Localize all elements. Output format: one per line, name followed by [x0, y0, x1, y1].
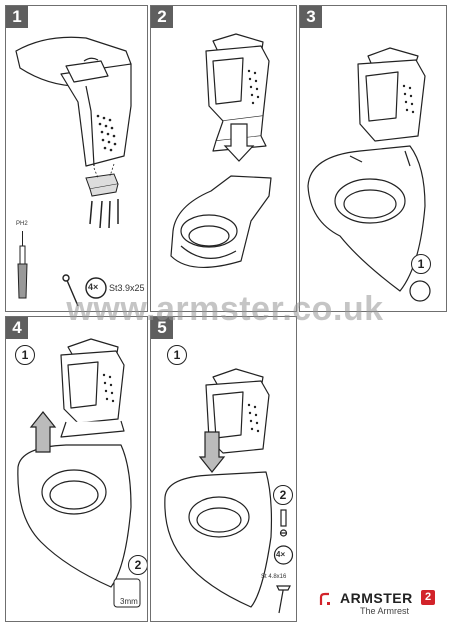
brand-name: ARMSTER — [340, 590, 413, 606]
armrest-exploded-drawing — [15, 36, 132, 307]
sub-step-marker: 2 — [128, 555, 147, 575]
step-number: 4 — [6, 317, 28, 339]
step-4-panel: 4 1 2 3mm — [5, 316, 148, 622]
screw-quantity: 4× — [276, 550, 286, 559]
screw-size-label: St 4.8x16 — [261, 574, 287, 580]
website-watermark: www.armster.co.uk — [66, 290, 384, 328]
step-number: 1 — [6, 6, 28, 28]
step-number: 5 — [151, 317, 173, 339]
armrest-attached-drawing — [307, 47, 431, 302]
tool-label: PH2 — [16, 221, 28, 227]
armrest-final-fixing-drawing — [164, 368, 294, 614]
sub-step-marker: 1 — [15, 345, 35, 365]
brand-tagline: The Armrest — [360, 606, 410, 616]
sub-step-marker: 1 — [167, 345, 187, 365]
step-3-panel: 3 1 — [299, 5, 447, 312]
sub-step-marker: 1 — [411, 254, 431, 274]
step-5-panel: 5 1 2 4× St 4.8x16 — [150, 316, 297, 622]
armster-logo-icon — [319, 592, 330, 605]
armrest-on-console-drawing — [170, 33, 272, 269]
screw-size-label: St3.9x25 — [109, 283, 145, 293]
armrest-removal-drawing — [17, 338, 141, 608]
step-number: 3 — [300, 6, 322, 28]
sub-step-marker: 2 — [273, 485, 293, 505]
step-2-panel: 2 — [150, 5, 297, 312]
model-badge: 2 — [421, 590, 435, 605]
brand-logo-block: ARMSTER 2 The Armrest — [318, 590, 443, 620]
step-1-panel: 1 PH2 4× St3.9x25 — [5, 5, 148, 312]
drill-size-label: 3mm — [120, 597, 138, 606]
step-number: 2 — [151, 6, 173, 28]
screw-quantity: 4× — [88, 282, 99, 292]
